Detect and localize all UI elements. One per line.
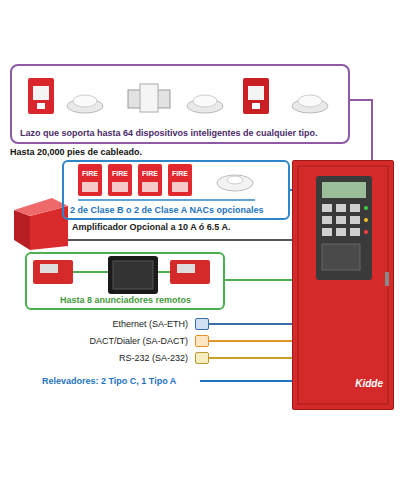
- strobe-text: FIRE: [78, 168, 102, 179]
- panel-keypad: [322, 244, 360, 270]
- annunciator-loop: Hasta 8 anunciadores remotos: [25, 252, 225, 310]
- amplifier-top: [14, 198, 68, 216]
- relay-wire: [200, 380, 292, 382]
- strobe-text: FIRE: [108, 168, 132, 179]
- annunciator-wire: [73, 271, 108, 273]
- strobe-lens: [112, 182, 128, 192]
- touchscreen-annunciator: [108, 256, 158, 294]
- annunciator-caption: Hasta 8 anunciadores remotos: [60, 295, 191, 306]
- smoke-detector-dome: [298, 95, 322, 107]
- fire-alarm-panel: Kidde: [292, 160, 394, 410]
- panel-button: [336, 216, 346, 224]
- pull-station-face: [248, 86, 264, 100]
- strobe-lens: [82, 182, 98, 192]
- horn-strobe: [138, 164, 162, 196]
- relay-note: Relevadores: 2 Tipo C, 1 Tipo A: [42, 376, 176, 387]
- rs232-module: RS-232 (SA-232): [195, 352, 209, 364]
- strobe-lens: [172, 182, 188, 192]
- wiring-note: Hasta 20,000 pies de cableado.: [10, 147, 142, 158]
- nac-caption: 2 de Clase B o 2 de Clase A NACs opciona…: [70, 205, 284, 216]
- panel-button: [336, 204, 346, 212]
- panel-led: [364, 206, 368, 210]
- device-loop: Lazo que soporta hasta 64 dispositivos i…: [10, 64, 350, 144]
- brand-logo: Kidde: [355, 378, 383, 389]
- wire-connector: [209, 340, 292, 342]
- panel-button: [322, 228, 332, 236]
- wire-connector: [350, 100, 372, 160]
- touchscreen-display: [113, 261, 153, 289]
- annunciator-display: [40, 264, 58, 273]
- nac-wire: [78, 199, 255, 201]
- horn-strobe: [78, 164, 102, 196]
- panel-button: [350, 228, 360, 236]
- module-name: RS-232 (SA-232): [119, 353, 188, 364]
- panel-button: [350, 216, 360, 224]
- module-name: DACT/Dialer (SA-DACT): [89, 336, 188, 347]
- pull-station: [243, 78, 269, 114]
- nac-circuit: 2 de Clase B o 2 de Clase A NACs opciona…: [62, 160, 290, 220]
- panel-lcd: [322, 182, 366, 198]
- annunciator-wire: [158, 271, 170, 273]
- wire-connector: [68, 239, 292, 241]
- dact-module: DACT/Dialer (SA-DACT): [195, 335, 209, 347]
- panel-button: [322, 216, 332, 224]
- annunciator-display: [177, 264, 195, 273]
- pull-station-face: [33, 86, 49, 100]
- panel-window: [316, 176, 372, 280]
- strobe-text: FIRE: [168, 168, 192, 179]
- amplifier-side: [14, 210, 30, 250]
- amplifier: Amplificador Opcional a 10 A ó 6.5 A.: [12, 196, 68, 250]
- panel-door: [298, 166, 388, 404]
- pull-station: [28, 78, 54, 114]
- wire-connector: [209, 357, 292, 359]
- strobe-lens: [142, 182, 158, 192]
- ethernet-module: Ethernet (SA-ETH): [195, 318, 209, 330]
- amplifier-caption: Amplificador Opcional a 10 A ó 6.5 A.: [72, 222, 231, 233]
- panel-button: [350, 204, 360, 212]
- horn-strobe: [168, 164, 192, 196]
- panel-lock: [385, 272, 389, 286]
- panel-led: [364, 230, 368, 234]
- panel-led: [364, 218, 368, 222]
- loop-caption: Lazo que soporta hasta 64 dispositivos i…: [20, 128, 340, 139]
- panel-button: [322, 204, 332, 212]
- pull-station-handle: [37, 103, 45, 109]
- horn-strobe: [108, 164, 132, 196]
- module-name: Ethernet (SA-ETH): [112, 319, 188, 330]
- wire-connector: [225, 279, 292, 281]
- ceiling-strobe-lens: [227, 176, 243, 184]
- wire-connector: [209, 323, 292, 325]
- remote-annunciator: [33, 260, 73, 284]
- remote-annunciator: [170, 260, 210, 284]
- smoke-detector-dome: [73, 95, 97, 107]
- pull-station-handle: [252, 103, 260, 109]
- smoke-detector-dome: [193, 95, 217, 107]
- module-body: [140, 84, 158, 112]
- wire-connector: [290, 189, 292, 191]
- ceiling-strobe: [217, 175, 253, 191]
- strobe-text: FIRE: [138, 168, 162, 179]
- panel-button: [336, 228, 346, 236]
